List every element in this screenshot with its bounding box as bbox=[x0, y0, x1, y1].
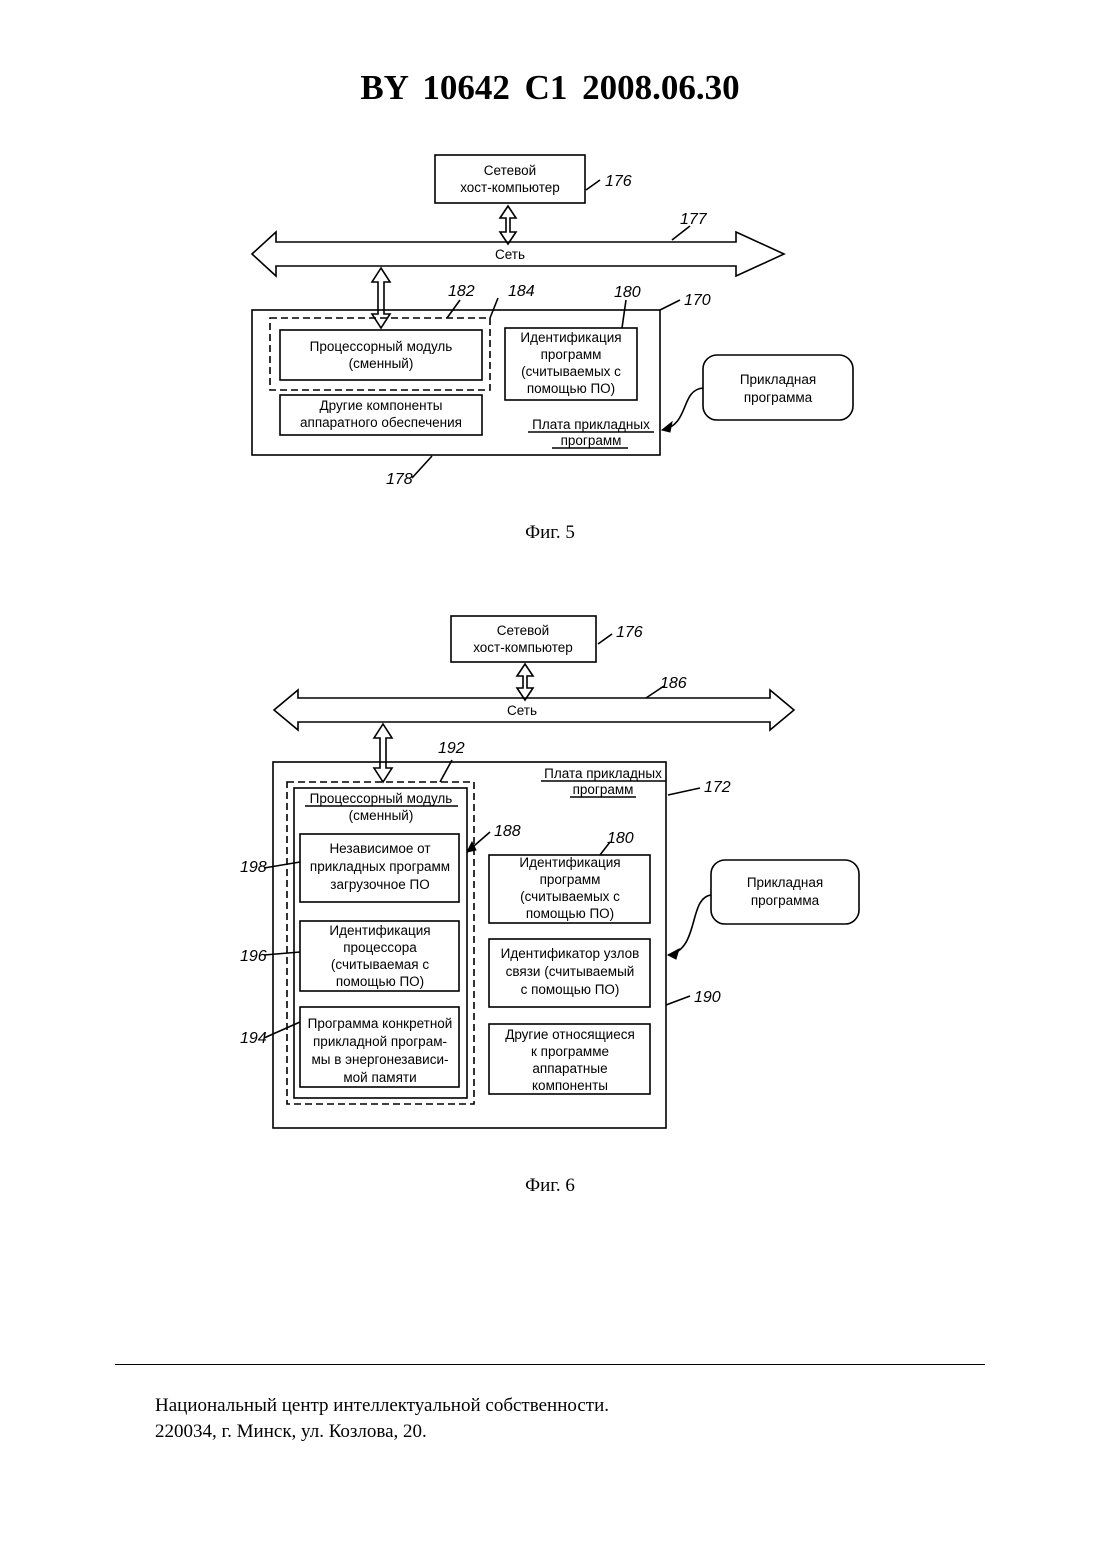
footer-divider bbox=[115, 1364, 985, 1365]
figure-5-caption: Фиг. 5 bbox=[0, 522, 1100, 544]
fig5-board-label-line2: программ bbox=[561, 433, 622, 448]
fig6-bootloader-line3: загрузочное ПО bbox=[330, 877, 429, 892]
fig6-bootloader-ref: 198 bbox=[240, 859, 267, 876]
fig6-application-line2: программа bbox=[751, 893, 820, 908]
fig5-network-label: Сеть bbox=[495, 247, 525, 262]
fig5-processor-line1: Процессорный модуль bbox=[310, 339, 453, 354]
fig6-node-id-line2: связи (считываемый bbox=[506, 964, 635, 979]
fig6-node-id-line3: с помощью ПО) bbox=[521, 982, 620, 997]
fig5-identification-line4: помощью ПО) bbox=[527, 381, 615, 396]
fig5-host-ref: 176 bbox=[605, 173, 632, 190]
fig5-network-ref: 177 bbox=[680, 211, 708, 228]
fig5-host-network-arrow bbox=[500, 206, 516, 244]
footer-organization: Национальный центр интеллектуальной собс… bbox=[155, 1395, 609, 1417]
figure-6-caption: Фиг. 6 bbox=[0, 1175, 1100, 1197]
fig5-processor-outer-ref: 184 bbox=[508, 283, 535, 300]
fig6-proc-id-line3: (считываемая с bbox=[331, 957, 429, 972]
fig6-node-id-line1: Идентификатор узлов bbox=[501, 946, 640, 961]
fig5-identification-line2: программ bbox=[541, 347, 602, 362]
fig6-prog-id-ref: 180 bbox=[607, 830, 634, 847]
fig6-prog-id-line2: программ bbox=[540, 872, 601, 887]
fig6-nv-program-line4: мой памяти bbox=[343, 1070, 416, 1085]
fig6-bootloader-line1: Независимое от bbox=[329, 841, 430, 856]
fig6-prog-id-line1: Идентификация bbox=[519, 855, 620, 870]
patent-header: BY 10642 C1 2008.06.30 bbox=[0, 68, 1100, 108]
fig6-network-module-arrow bbox=[374, 724, 392, 782]
fig5-board-ref: 170 bbox=[684, 292, 711, 309]
fig6-proc-id-ref: 196 bbox=[240, 948, 267, 965]
fig5-identification-line3: (считываемых с bbox=[521, 364, 621, 379]
fig6-app-board-arrow bbox=[668, 895, 711, 955]
fig5-board-bottom-ref: 178 bbox=[386, 471, 413, 488]
fig6-prog-id-line4: помощью ПО) bbox=[526, 906, 614, 921]
fig6-nv-program-ref: 194 bbox=[240, 1030, 267, 1047]
figure-5-diagram: Сетевой хост-компьютер 176 Сеть 177 182 … bbox=[0, 140, 1100, 640]
fig6-network-ref: 186 bbox=[660, 675, 687, 692]
fig6-bootloader-line2: прикладных программ bbox=[310, 859, 450, 874]
fig6-network-label: Сеть bbox=[507, 703, 537, 718]
fig5-board-label-line1: Плата прикладных bbox=[532, 417, 650, 432]
fig6-nv-program-line3: мы в энергонезависи- bbox=[311, 1052, 448, 1067]
fig5-identification-ref: 180 bbox=[614, 284, 641, 301]
fig6-proc-id-line2: процессора bbox=[343, 940, 417, 955]
fig6-board-label-line2: программ bbox=[573, 782, 634, 797]
fig5-host-line1: Сетевой bbox=[484, 163, 536, 178]
fig6-proc-id-line1: Идентификация bbox=[329, 923, 430, 938]
fig6-module-inner-ref: 188 bbox=[494, 823, 521, 840]
fig6-board-ref: 172 bbox=[704, 779, 731, 796]
fig5-other-line1: Другие компоненты bbox=[320, 398, 443, 413]
fig6-other-line1: Другие относящиеся bbox=[505, 1027, 635, 1042]
fig6-prog-id-line3: (считываемых с bbox=[520, 889, 620, 904]
fig5-application-line2: программа bbox=[744, 390, 813, 405]
fig6-application-line1: Прикладная bbox=[747, 875, 823, 890]
figure-6-diagram: Сетевой хост-компьютер 176 Сеть 186 192 … bbox=[0, 600, 1100, 1160]
fig6-other-line2: к программе bbox=[531, 1044, 609, 1059]
fig6-proc-id-line4: помощью ПО) bbox=[336, 974, 424, 989]
fig6-module-ref: 192 bbox=[438, 740, 465, 757]
fig5-processor-box bbox=[280, 330, 482, 380]
fig5-application-box bbox=[703, 355, 853, 420]
fig6-host-ref: 176 bbox=[616, 624, 643, 641]
fig5-processor-ref: 182 bbox=[448, 283, 475, 300]
fig5-network-processor-arrow bbox=[372, 268, 390, 328]
fig6-host-line1: Сетевой bbox=[497, 623, 549, 638]
fig5-other-line2: аппаратного обеспечения bbox=[300, 415, 462, 430]
fig5-processor-line2: (сменный) bbox=[349, 356, 414, 371]
fig5-host-line2: хост-компьютер bbox=[460, 180, 560, 195]
fig6-host-network-arrow bbox=[517, 664, 533, 700]
fig6-other-line3: аппаратные bbox=[532, 1061, 607, 1076]
fig6-board-label-line1: Плата прикладных bbox=[544, 766, 662, 781]
fig6-other-line4: компоненты bbox=[532, 1078, 608, 1093]
fig6-nv-program-line1: Программа конкретной bbox=[308, 1016, 453, 1031]
fig6-nv-program-line2: прикладной програм- bbox=[313, 1034, 447, 1049]
fig6-board-inner-ref: 190 bbox=[694, 989, 721, 1006]
fig5-app-board-arrow bbox=[662, 388, 703, 430]
fig5-identification-line1: Идентификация bbox=[520, 330, 621, 345]
fig6-host-line2: хост-компьютер bbox=[473, 640, 573, 655]
fig6-application-box bbox=[711, 860, 859, 924]
fig5-application-line1: Прикладная bbox=[740, 372, 816, 387]
fig6-module-line1: Процессорный модуль bbox=[310, 791, 453, 806]
fig6-module-line2: (сменный) bbox=[349, 808, 414, 823]
footer-address: 220034, г. Минск, ул. Козлова, 20. bbox=[155, 1421, 427, 1443]
